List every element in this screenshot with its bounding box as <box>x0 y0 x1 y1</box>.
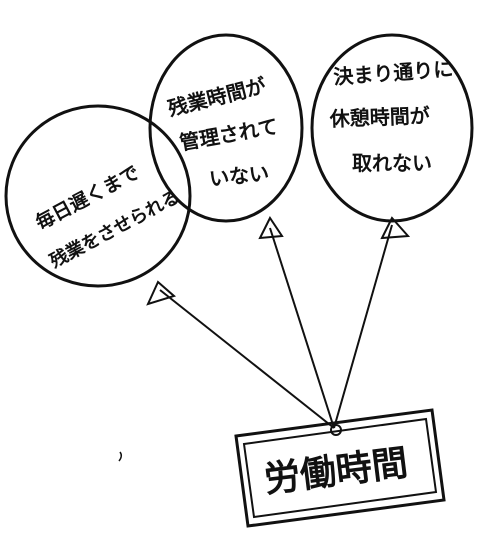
balloon-right: 決まり通りに 休憩時間が 取れない <box>310 33 474 240</box>
balloon-right-text-1: 決まり通りに <box>333 57 454 89</box>
balloon-right-text-2: 休憩時間が <box>328 104 430 132</box>
balloon-left-knot <box>146 280 177 306</box>
balloon-left: 毎日遅くまで 残業をさせられる <box>4 104 192 306</box>
string-middle <box>269 227 335 429</box>
string-left <box>159 289 335 429</box>
tag-label: 労働時間 <box>262 443 410 501</box>
tag-frame <box>234 408 446 528</box>
string-right <box>333 224 393 429</box>
balloon-right-text-3: 取れない <box>352 151 432 175</box>
balloon-left-body <box>4 104 192 288</box>
balloon-right-body <box>310 33 474 223</box>
tag: 労働時間 <box>234 408 446 528</box>
balloon-middle-knot <box>258 216 284 240</box>
balloon-middle-body <box>148 33 304 223</box>
stray-mark <box>118 451 123 462</box>
balloon-right-knot <box>380 216 411 240</box>
balloon-middle-text-3: いない <box>208 161 270 191</box>
balloon-middle-text-2: 管理されて <box>178 114 280 155</box>
tag-frame-inner <box>242 417 438 519</box>
balloon-strings <box>159 224 393 429</box>
balloon-middle-text-1: 残業時間が <box>165 73 268 120</box>
